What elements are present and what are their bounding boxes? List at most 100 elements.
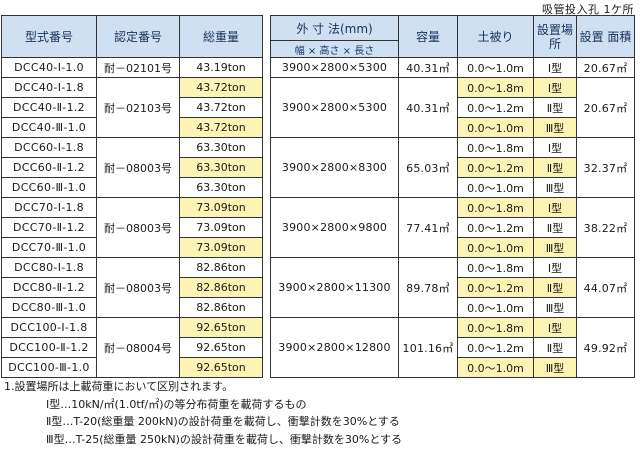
note-line: Ⅱ型…T-20(総重量 200kN)の設計荷重を載荷し、衝撃計数を30%とする xyxy=(46,415,400,428)
gap-cell xyxy=(262,57,271,78)
header-model: 型式番号 xyxy=(1,15,97,58)
location-cell: Ⅱ型 xyxy=(533,337,577,358)
dims-cell: 3900×2800×5300 xyxy=(270,57,399,78)
model-cell: DCC100-Ⅱ-1.2 xyxy=(1,337,97,358)
model-cell: DCC80-Ⅰ-1.8 xyxy=(1,257,97,278)
cover-cell: 0.0～1.0m xyxy=(457,117,534,138)
weight-cell: 43.72ton xyxy=(179,117,263,138)
dims-cell: 3900×2800×5300 xyxy=(270,77,399,138)
note-line: Ⅰ型…10kN/㎡(1.0tf/㎡)の等分布荷重を載荷するもの xyxy=(46,397,307,411)
cert-cell: 耐－02101号 xyxy=(96,57,180,78)
location-cell: Ⅱ型 xyxy=(533,97,577,118)
capacity-cell: 101.16㎥ xyxy=(398,317,458,378)
model-cell: DCC40-Ⅰ-1.0 xyxy=(1,57,97,78)
area-cell: 49.92㎡ xyxy=(576,317,635,378)
location-cell: Ⅰ型 xyxy=(533,257,577,278)
cover-cell: 0.0～1.0m xyxy=(457,177,534,198)
weight-cell: 73.09ton xyxy=(179,237,263,258)
header-area: 設置 面積 xyxy=(576,15,635,58)
cover-cell: 0.0～1.2m xyxy=(457,217,534,238)
weight-cell: 73.09ton xyxy=(179,197,263,218)
weight-cell: 82.86ton xyxy=(179,277,263,298)
location-cell: Ⅰ型 xyxy=(533,57,577,78)
cover-cell: 0.0～1.0m xyxy=(457,237,534,258)
dims-cell: 3900×2800×12800 xyxy=(270,317,399,378)
note-line: Ⅲ型…T-25(総重量 250kN)の設計荷重を載荷し、衝撃計数を30%とする xyxy=(46,432,403,446)
location-cell: Ⅰ型 xyxy=(533,77,577,98)
spec-table: 型式番号 認定番号 総重量 外 寸 法(mm) 容量 土被り 設置場所 設置 面… xyxy=(1,15,635,378)
location-cell: Ⅲ型 xyxy=(533,177,577,198)
model-cell: DCC60-Ⅱ-1.2 xyxy=(1,157,97,178)
header-dims: 外 寸 法(mm) xyxy=(270,15,399,41)
model-cell: DCC70-Ⅰ-1.8 xyxy=(1,197,97,218)
weight-cell: 43.19ton xyxy=(179,57,263,78)
header-cert: 認定番号 xyxy=(96,15,180,58)
cover-cell: 0.0～1.2m xyxy=(457,277,534,298)
weight-cell: 92.65ton xyxy=(179,337,263,358)
location-cell: Ⅰ型 xyxy=(533,137,577,158)
weight-cell: 82.86ton xyxy=(179,257,263,278)
header-location: 設置場所 xyxy=(533,15,577,58)
location-cell: Ⅲ型 xyxy=(533,117,577,138)
location-cell: Ⅲ型 xyxy=(533,237,577,258)
model-cell: DCC60-Ⅰ-1.8 xyxy=(1,137,97,158)
location-cell: Ⅲ型 xyxy=(533,297,577,318)
model-cell: DCC40-Ⅱ-1.2 xyxy=(1,97,97,118)
model-cell: DCC60-Ⅲ-1.0 xyxy=(1,177,97,198)
cert-cell: 耐－02103号 xyxy=(96,77,180,138)
dims-cell: 3900×2800×9800 xyxy=(270,197,399,258)
cover-cell: 0.0～1.2m xyxy=(457,157,534,178)
location-cell: Ⅱ型 xyxy=(533,277,577,298)
cover-cell: 0.0～1.2m xyxy=(457,337,534,358)
location-cell: Ⅱ型 xyxy=(533,157,577,178)
model-cell: DCC80-Ⅲ-1.0 xyxy=(1,297,97,318)
capacity-cell: 77.41㎥ xyxy=(398,197,458,258)
area-cell: 32.37㎡ xyxy=(576,137,635,198)
weight-cell: 92.65ton xyxy=(179,357,263,378)
model-cell: DCC40-Ⅲ-1.0 xyxy=(1,117,97,138)
cert-cell: 耐－08003号 xyxy=(96,137,180,198)
gap-cell xyxy=(262,317,271,378)
column-gap xyxy=(262,15,271,58)
model-cell: DCC100-Ⅲ-1.0 xyxy=(1,357,97,378)
cover-cell: 0.0～1.8m xyxy=(457,317,534,338)
gap-cell xyxy=(262,197,271,258)
area-cell: 38.22㎡ xyxy=(576,197,635,258)
cover-cell: 0.0～1.0m xyxy=(457,57,534,78)
header-dims-sub: 幅 × 高さ × 長さ xyxy=(270,40,399,58)
cover-cell: 0.0～1.8m xyxy=(457,197,534,218)
weight-cell: 82.86ton xyxy=(179,297,263,318)
model-cell: DCC80-Ⅱ-1.2 xyxy=(1,277,97,298)
header-capacity: 容量 xyxy=(398,15,458,58)
location-cell: Ⅰ型 xyxy=(533,197,577,218)
table-caption: 吸管投入孔 1ケ所 xyxy=(542,3,634,16)
location-cell: Ⅲ型 xyxy=(533,357,577,378)
cover-cell: 0.0～1.8m xyxy=(457,137,534,158)
location-cell: Ⅱ型 xyxy=(533,217,577,238)
dims-cell: 3900×2800×8300 xyxy=(270,137,399,198)
location-cell: Ⅰ型 xyxy=(533,317,577,338)
notes: 1.設置場所は上載荷重において区別されます。 Ⅰ型…10kN/㎡(1.0tf/㎡… xyxy=(4,378,402,448)
capacity-cell: 40.31㎥ xyxy=(398,77,458,138)
weight-cell: 92.65ton xyxy=(179,317,263,338)
header-weight: 総重量 xyxy=(179,15,263,58)
weight-cell: 43.72ton xyxy=(179,77,263,98)
cover-cell: 0.0～1.2m xyxy=(457,97,534,118)
cert-cell: 耐－08004号 xyxy=(96,317,180,378)
dims-cell: 3900×2800×11300 xyxy=(270,257,399,318)
area-cell: 44.07㎡ xyxy=(576,257,635,318)
header-cover: 土被り xyxy=(457,15,534,58)
